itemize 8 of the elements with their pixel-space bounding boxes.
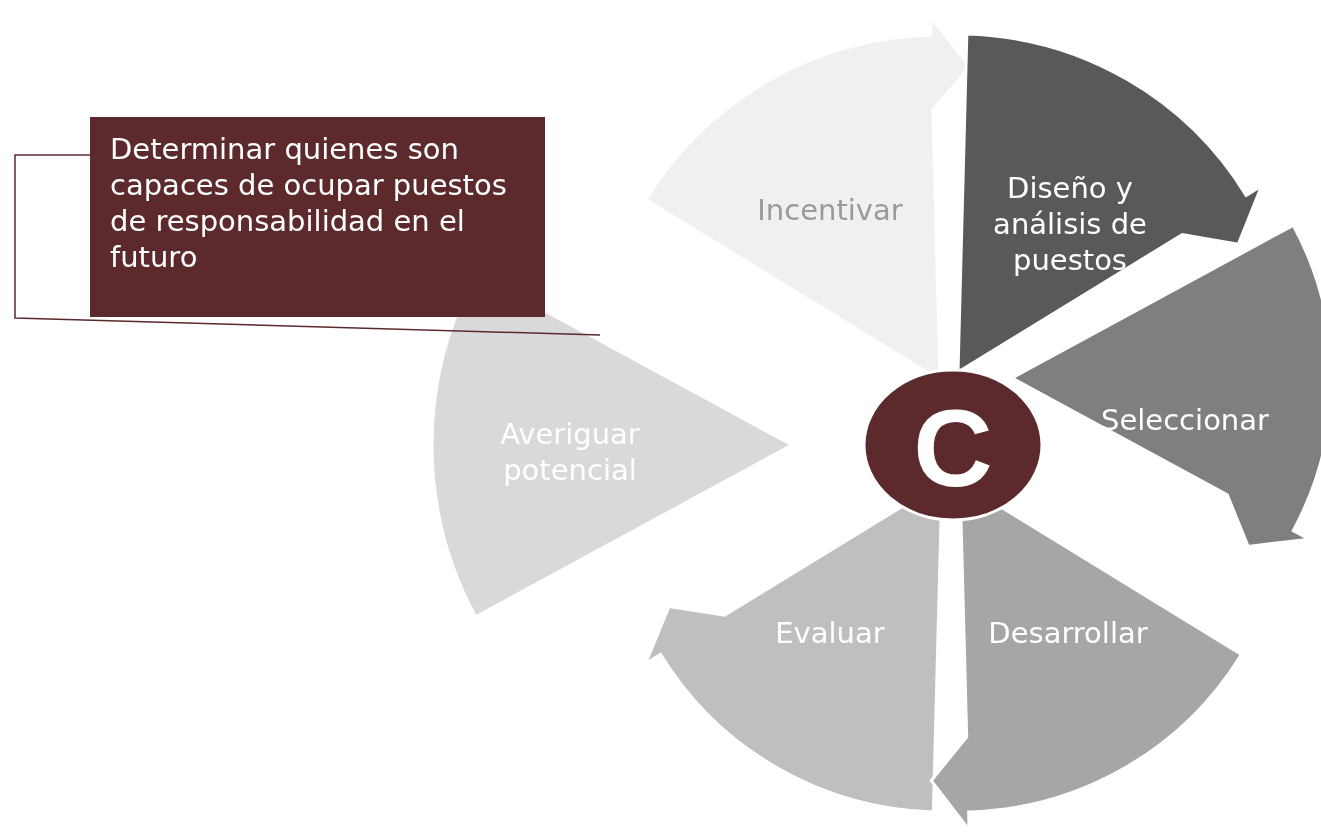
leader-line	[14, 154, 601, 336]
segment-label: Desarrollar	[987, 615, 1149, 651]
segment-label: Incentivar	[756, 192, 904, 228]
segment-label: Seleccionar	[1100, 402, 1270, 438]
segment-label: Evaluar	[774, 615, 886, 651]
callout-box: Determinar quienes son capaces de ocupar puestos de responsabilidad en el futuro	[90, 117, 545, 317]
center-letter: C	[913, 390, 993, 506]
segment-label: Diseño y análisis de puestos	[992, 170, 1148, 278]
